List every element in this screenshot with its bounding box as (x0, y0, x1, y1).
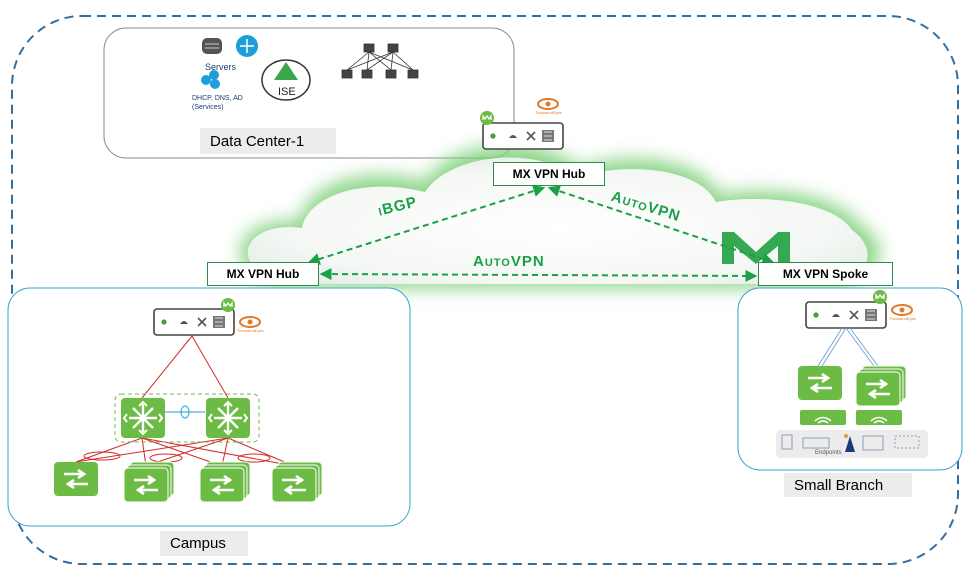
branch-region (737, 287, 963, 471)
mx-appliance-branch (805, 301, 887, 329)
data-center-label: Data Center-1 (200, 128, 336, 154)
campus-links (75, 335, 295, 467)
mx-vpn-hub-dc-tag: MX VPN Hub (493, 162, 605, 186)
services-label: DHCP, DNS, AD (Services) (192, 95, 243, 111)
meraki-badge-branch (872, 289, 888, 305)
services-icon (201, 70, 220, 89)
thousandeyes-icon-dc (537, 98, 559, 110)
ibgp-link (307, 185, 546, 265)
access-switch-stack-3 (270, 460, 324, 504)
thousandeyes-label-branch: ThousandEyes (889, 316, 916, 321)
data-center-region (103, 27, 515, 159)
core-switch-2 (204, 396, 252, 440)
servers-label: Servers (205, 62, 237, 72)
mx-appliance-dc (482, 122, 564, 150)
autovpn-link-mid (319, 268, 758, 282)
ise-label: ISE (278, 86, 296, 98)
mx-vpn-spoke-tag: MX VPN Spoke (758, 262, 893, 286)
access-point-1 (800, 410, 846, 425)
autovpn-link-top (547, 185, 775, 265)
thousandeyes-label-campus: ThousandEyes (237, 328, 264, 333)
access-switch-stack-2 (198, 460, 252, 504)
access-switch-1 (52, 460, 100, 498)
meraki-badge-dc (479, 110, 495, 126)
ise-icon (261, 59, 311, 101)
enterprise-boundary (11, 15, 959, 565)
network-hub-icon (236, 35, 258, 57)
server-icon (202, 38, 222, 54)
autovpn-mid-label: AutoVPN (473, 253, 545, 270)
endpoint-icons (781, 434, 920, 452)
small-branch-label: Small Branch (784, 473, 912, 497)
access-point-2 (856, 410, 902, 425)
core-switch-1 (119, 396, 167, 440)
campus-label: Campus (160, 531, 248, 556)
branch-links (817, 327, 879, 367)
meraki-badge-campus (220, 297, 236, 313)
branch-switch-stack (854, 364, 908, 408)
access-switch-stack-1 (122, 460, 176, 504)
thousandeyes-label-dc: ThousandEyes (535, 110, 562, 115)
mx-appliance-campus (153, 308, 235, 336)
branch-switch-1 (796, 364, 844, 402)
core-cluster (114, 393, 260, 443)
endpoints-label: Endpoints (815, 450, 842, 456)
dc-fabric-icon (341, 43, 419, 79)
mx-vpn-hub-campus-tag: MX VPN Hub (207, 262, 319, 286)
